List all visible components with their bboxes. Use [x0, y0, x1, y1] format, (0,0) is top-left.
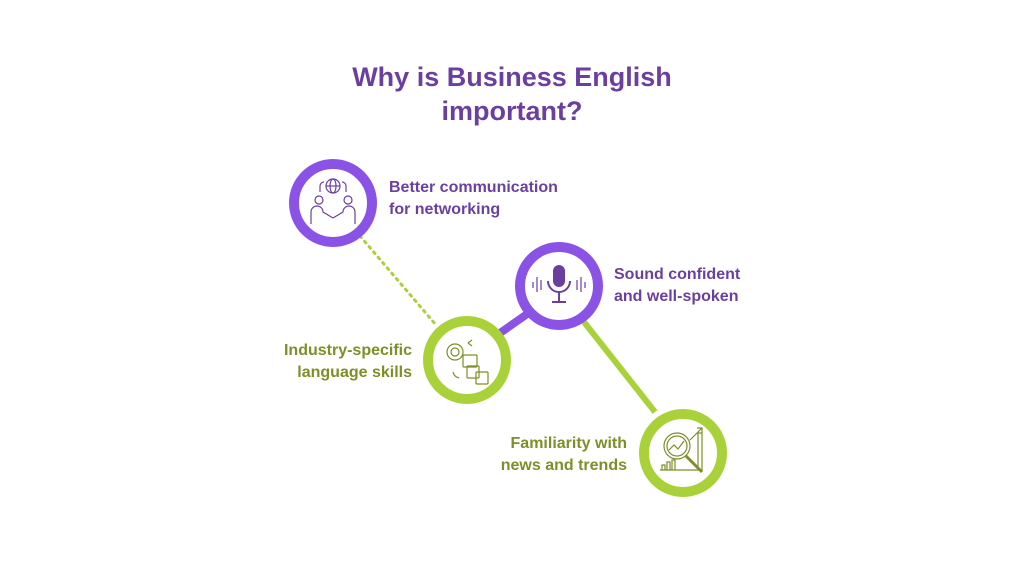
label-confident: Sound confident and well-spoken	[614, 264, 740, 308]
circle-trends	[639, 409, 727, 497]
title-line-2: important?	[441, 96, 583, 126]
label-line: language skills	[297, 364, 412, 381]
title-line-1: Why is Business English	[352, 62, 672, 92]
label-line: Better communication	[389, 179, 558, 196]
microphone-icon	[532, 265, 586, 303]
translation-gear-icon	[446, 339, 489, 385]
handshake-globe-icon	[310, 178, 356, 224]
label-line: Familiarity with	[510, 435, 627, 452]
dotted-connector	[358, 234, 438, 327]
label-line: for networking	[389, 201, 501, 218]
label-line: news and trends	[500, 457, 627, 474]
label-trends: Familiarity with news and trends	[501, 433, 627, 477]
label-line: and well-spoken	[614, 288, 739, 305]
page-title: Why is Business English important?	[0, 60, 1024, 128]
chart-magnifier-icon	[660, 427, 704, 474]
green-connector	[581, 320, 658, 414]
purple-connector	[497, 308, 533, 337]
circle-networking	[289, 159, 377, 247]
label-line: Industry-specific	[283, 342, 412, 359]
circle-industry	[423, 316, 511, 404]
label-industry: Industry-specific language skills	[284, 340, 412, 384]
label-line: Sound confident	[614, 266, 741, 283]
label-networking: Better communication for networking	[389, 177, 558, 221]
